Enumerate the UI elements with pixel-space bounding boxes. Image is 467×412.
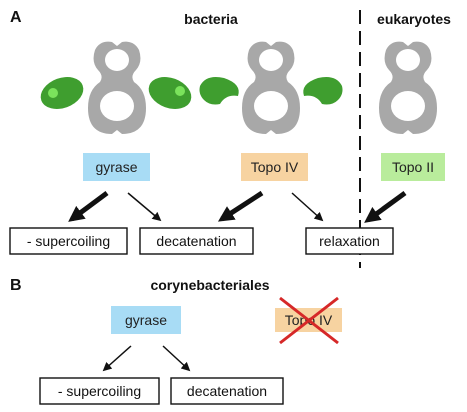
eukaryotes-heading: eukaryotes — [377, 11, 451, 27]
arrow-topo-iv-relaxation — [291, 192, 324, 222]
relaxation-label: relaxation — [319, 233, 380, 249]
arrow-topo-ii-relaxation — [364, 190, 407, 223]
gyrase-label-b: gyrase — [125, 312, 167, 328]
topo-iv-left-domain — [199, 77, 239, 105]
gyrase-right-domain — [148, 77, 192, 109]
supercoiling-label-b: - supercoiling — [58, 383, 141, 399]
arrow-topo-iv-decatenation — [217, 190, 264, 222]
gyrase-label: gyrase — [95, 159, 137, 175]
corynebacteriales-heading: corynebacteriales — [150, 277, 269, 293]
decatenation-label-b: decatenation — [187, 383, 267, 399]
topo-ii-tag — [381, 153, 445, 181]
panel-b-label: B — [10, 277, 22, 294]
arrow-b-gyrase-decatenation — [162, 345, 191, 372]
gyrase-structure-icon — [40, 41, 192, 134]
decatenation-label: decatenation — [156, 233, 236, 249]
decatenation-box-b — [170, 377, 284, 405]
bacteria-heading: bacteria — [184, 11, 238, 27]
topo-ii-label: Topo II — [392, 159, 434, 175]
supercoiling-box — [9, 227, 128, 255]
arrow-gyrase-decatenation — [127, 192, 162, 222]
decatenation-box — [139, 227, 254, 255]
topo-iv-tag — [241, 153, 308, 181]
supercoiling-box-b — [39, 377, 160, 405]
arrow-gyrase-supercoiling — [68, 190, 109, 222]
panel-a-label: A — [10, 9, 22, 26]
topo-iv-label: Topo IV — [251, 159, 299, 175]
supercoiling-label: - supercoiling — [27, 233, 110, 249]
gyrase-left-domain — [40, 77, 84, 109]
gyrase-tag-b — [111, 306, 181, 334]
arrow-b-gyrase-supercoiling — [102, 345, 132, 372]
relaxation-box — [305, 227, 394, 255]
topo-iv-right-domain — [303, 77, 343, 105]
topo-iv-structure-icon — [199, 41, 343, 134]
topo-ii-structure-icon — [379, 41, 437, 134]
cross-out-mark — [279, 296, 339, 345]
gyrase-tag — [83, 153, 150, 181]
